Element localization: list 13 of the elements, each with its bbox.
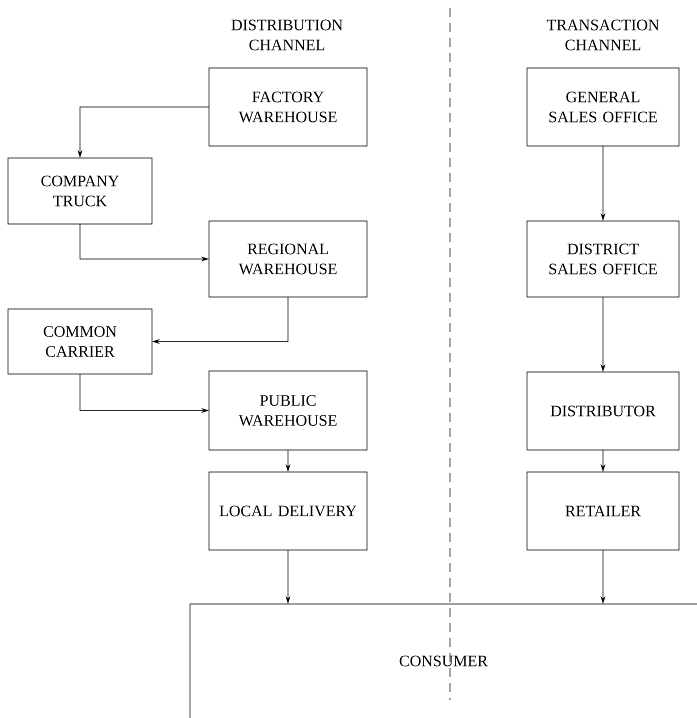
process-box: REGIONAL WAREHOUSE bbox=[208, 220, 368, 298]
process-box: DISTRIBUTOR bbox=[526, 372, 680, 450]
vehicle-box: COMMON CARRIER bbox=[8, 308, 152, 374]
process-box: DISTRICT SALES OFFICE bbox=[526, 220, 680, 298]
process-box: GENERAL SALES OFFICE bbox=[526, 68, 680, 146]
vehicle-box: COMPANY TRUCK bbox=[8, 158, 152, 224]
process-box: FACTORY WAREHOUSE bbox=[208, 68, 368, 146]
process-box: LOCAL DELIVERY bbox=[208, 472, 368, 550]
process-box: PUBLIC WAREHOUSE bbox=[208, 370, 368, 450]
column-heading: DISTRIBUTION CHANNEL bbox=[231, 20, 343, 50]
column-heading: TRANSACTION CHANNEL bbox=[546, 20, 660, 50]
process-box: RETAILER bbox=[526, 472, 680, 550]
consumer-box: CONSUMER bbox=[190, 604, 697, 718]
